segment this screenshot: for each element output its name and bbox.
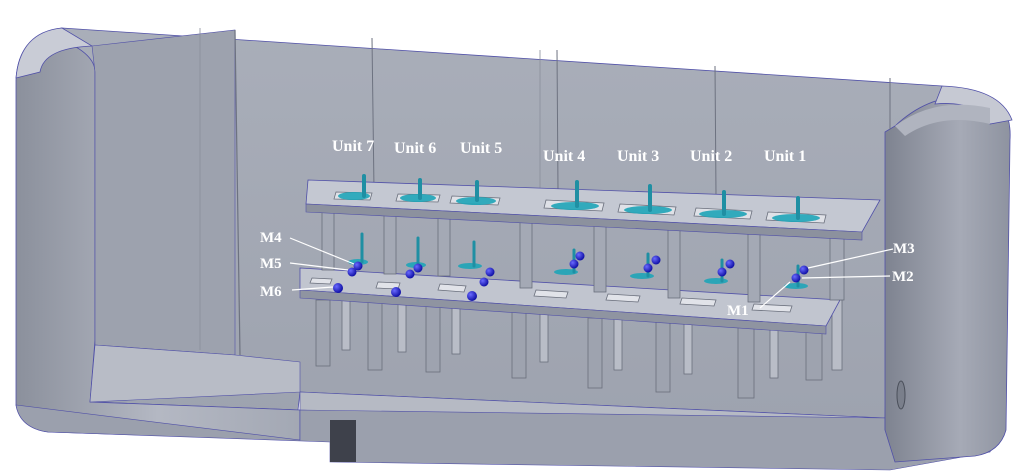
unit-label-6: Unit 6 (394, 140, 436, 157)
unit-labels: Unit 7 Unit 6 Unit 5 Unit 4 Unit 3 Unit … (332, 138, 806, 165)
monitor-label-m6: M6 (260, 284, 282, 300)
leader-lines (289, 237, 894, 309)
unit-label-7: Unit 7 (332, 138, 374, 155)
unit-label-4: Unit 4 (543, 148, 585, 165)
upper-nozzles (338, 174, 820, 222)
lower-platform (299, 267, 841, 335)
unit-label-3: Unit 3 (617, 148, 659, 165)
unit-label-5: Unit 5 (460, 140, 502, 157)
monitor-labels: M4 M5 M6 M3 M2 M1 (260, 230, 915, 319)
monitor-label-m5: M5 (260, 256, 282, 272)
tank-shell (15, 27, 1013, 471)
unit-label-2: Unit 2 (690, 148, 732, 165)
monitor-label-m4: M4 (260, 230, 282, 246)
measurement-probes (333, 251, 809, 301)
monitor-label-m1: M1 (727, 303, 749, 319)
monitor-label-m3: M3 (893, 241, 915, 257)
unit-label-1: Unit 1 (764, 148, 806, 165)
monitor-label-m2: M2 (892, 269, 914, 285)
